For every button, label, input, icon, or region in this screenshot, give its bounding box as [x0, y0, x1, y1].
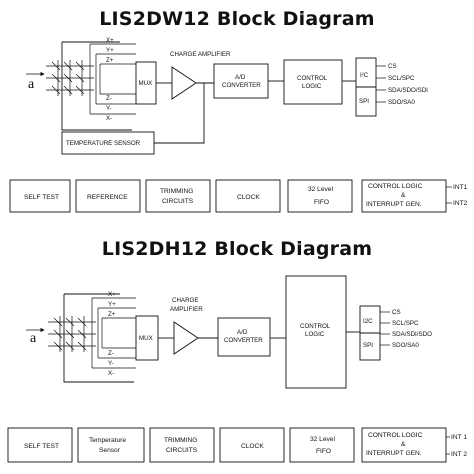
pin-lines-2: [380, 311, 390, 346]
mems-sensor-element-2: [48, 316, 96, 352]
accel-symbol-2: a: [30, 331, 37, 346]
axis-label: Z+: [106, 57, 114, 64]
pin-label: SDO/SA0: [388, 99, 415, 106]
ctrl-int-label-1c: INTERRUPT GEN.: [366, 201, 422, 208]
pin-label: SDO/SA0: [392, 342, 419, 349]
axis-lines-2: [91, 297, 136, 369]
pin-label: SDA/SDI/SDO: [392, 331, 432, 338]
sensor-frame-1: [61, 42, 132, 131]
temp-label-2a: Temperature: [89, 437, 126, 444]
axis-label: X-: [106, 115, 112, 122]
axis-label: Y+: [106, 47, 114, 54]
axis-label: X+: [106, 37, 114, 44]
adc-label-1a: A/D: [235, 74, 246, 81]
charge-amplifier-1: [171, 66, 197, 100]
axis-label: Y+: [108, 301, 116, 308]
int1-label-1: INT1: [453, 184, 468, 191]
axis-label: X-: [108, 370, 114, 377]
adc-label-1b: CONVERTER: [222, 82, 261, 89]
fifo-label-1b: FIFO: [314, 199, 329, 206]
ctrl-int-label-1b: &: [401, 192, 406, 199]
reference-block: [75, 179, 141, 213]
fifo-block-2: [289, 427, 355, 463]
temperature-sensor-block-2: [77, 427, 145, 463]
mux-label-1: MUX: [139, 80, 153, 87]
axis-label: Z-: [108, 350, 114, 357]
spi-label-1: SPI: [359, 98, 369, 105]
control-logic-label-2a: CONTROL: [300, 323, 331, 330]
pin-lines-1: [376, 65, 386, 103]
int2-label-1: INT2: [453, 200, 468, 207]
adc-block-1: [213, 63, 269, 99]
mux-label-2: MUX: [139, 335, 153, 342]
trimming-circuits-block-2: [149, 427, 215, 463]
self-test-label-2: SELF TEST: [24, 443, 59, 450]
self-test-label-1: SELF TEST: [24, 194, 59, 201]
temp-to-adc-wire-1: [154, 83, 205, 144]
adc-block-2: [217, 317, 271, 357]
reference-label: REFERENCE: [87, 194, 128, 201]
control-logic-label-1b: LOGIC: [302, 83, 322, 90]
bottom-row-1: SELF TEST REFERENCE TRIMMING CIRCUITS CL…: [9, 179, 468, 213]
axis-label: Y-: [106, 105, 112, 112]
control-logic-label-1a: CONTROL: [297, 75, 328, 82]
diagram-2: a: [7, 275, 467, 463]
pin-label: SCL/SPC: [388, 75, 415, 82]
control-logic-block-2: [285, 275, 347, 389]
pin-label: CS: [392, 309, 401, 316]
clock-block-1: [215, 179, 281, 213]
adc-label-2a: A/D: [237, 329, 248, 336]
temperature-sensor-label-1: TEMPERATURE SENSOR: [66, 140, 141, 147]
ctrl-int-label-2b: &: [401, 441, 406, 448]
diagram-1-title: LIS2DW12 Block Diagram: [99, 8, 375, 30]
charge-amplifier-2: [173, 321, 199, 355]
control-logic-interrupt-block-2: [361, 427, 447, 463]
ctrl-int-label-2c: INTERRUPT GEN.: [366, 450, 422, 457]
mems-sensor-element-1: [46, 60, 94, 96]
trimming-label-2b: CIRCUITS: [166, 447, 198, 454]
diagram-2-title: LIS2DH12 Block Diagram: [101, 238, 373, 260]
fifo-label-1a: 32 Level: [308, 186, 333, 193]
axis-label: Z-: [106, 95, 112, 102]
pin-label: CS: [388, 63, 397, 70]
self-test-block-1: [9, 179, 71, 213]
amp-label-2b: AMPLIFIER: [170, 306, 203, 313]
control-logic-interrupt-block-1: [361, 179, 447, 213]
i2c-label-2: I2C: [363, 318, 373, 325]
ctrl-int-label-2a: CONTROL LOGIC: [368, 432, 423, 439]
trimming-label-1a: TRIMMING: [160, 188, 193, 195]
amp-label-1: CHARGE AMPLIFIER: [170, 51, 231, 58]
pin-label: SDA/SDO/SDI: [388, 87, 428, 94]
trimming-label-2a: TRIMMING: [164, 437, 197, 444]
accel-symbol-1: a: [28, 77, 35, 92]
control-logic-block-1: [283, 59, 343, 105]
int1-label-2: INT 1: [451, 434, 467, 441]
control-logic-label-2b: LOGIC: [305, 331, 325, 338]
fifo-block-1: [287, 179, 353, 213]
trimming-label-1b: CIRCUITS: [162, 198, 194, 205]
i2c-label-1: I²C: [360, 72, 369, 79]
axis-label: Z+: [108, 311, 116, 318]
axis-lines-1: [89, 43, 136, 115]
clock-label-2: CLOCK: [241, 443, 264, 450]
axis-label: Y-: [108, 360, 114, 367]
amp-label-2a: CHARGE: [172, 297, 198, 304]
bottom-row-2: SELF TEST Temperature Sensor TRIMMING CI…: [7, 427, 467, 463]
diagram-1: a: [9, 37, 468, 213]
trimming-circuits-block-1: [145, 179, 211, 213]
ctrl-int-label-1a: CONTROL LOGIC: [368, 183, 423, 190]
sensor-frame-2: [63, 294, 134, 383]
axis-label: X+: [108, 291, 116, 298]
fifo-label-2a: 32 Level: [310, 436, 335, 443]
pin-label: SCL/SPC: [392, 320, 419, 327]
int2-label-2: INT 2: [451, 451, 467, 458]
fifo-label-2b: FIFO: [316, 448, 331, 455]
temp-label-2b: Sensor: [99, 447, 121, 454]
spi-label-2: SPI: [363, 342, 373, 349]
clock-block-2: [219, 427, 285, 463]
clock-label-1: CLOCK: [237, 194, 260, 201]
self-test-block-2: [7, 427, 73, 463]
adc-label-2b: CONVERTER: [224, 337, 263, 344]
